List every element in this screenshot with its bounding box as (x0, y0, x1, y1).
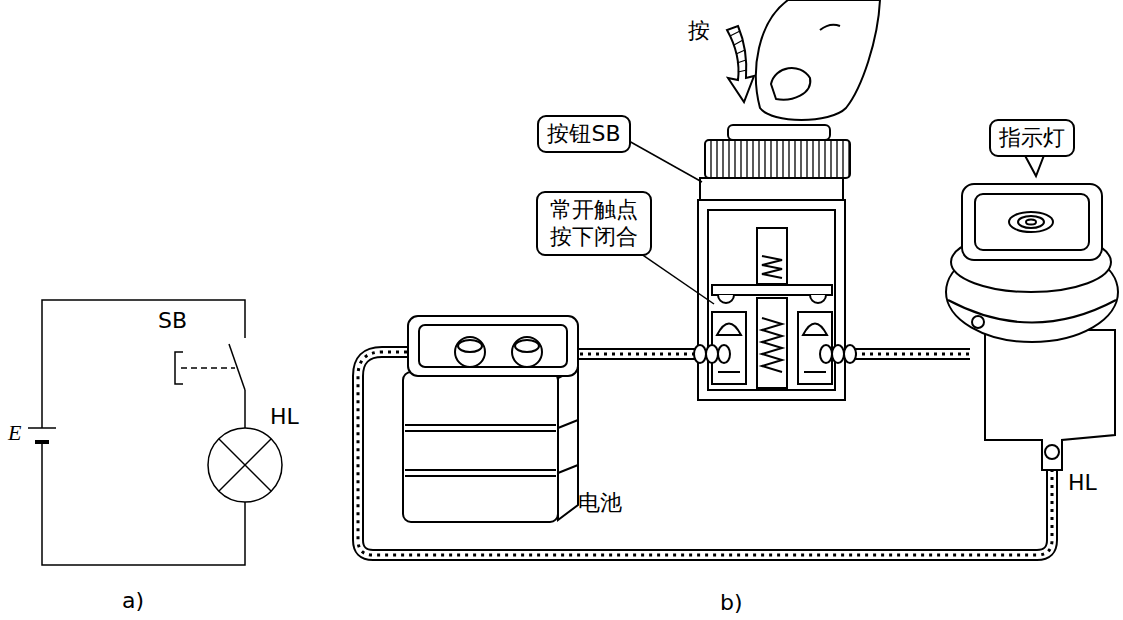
callout-box: 指示灯 (989, 119, 1075, 157)
text-label: a) (122, 588, 144, 614)
button-drawing (694, 125, 856, 400)
callout-text: 常开触点 按下闭合 (546, 196, 642, 251)
schematic (28, 300, 282, 565)
callout-box: 按钮SB (537, 115, 630, 153)
finger-drawing (727, 0, 880, 120)
lamp-drawing (946, 184, 1118, 470)
callout-text: 指示灯 (999, 124, 1065, 152)
text-label: 电池 (578, 490, 622, 516)
text-label: HL (1068, 470, 1097, 496)
battery-drawing (403, 316, 578, 522)
text-label: 按 (688, 18, 710, 44)
callout-text: 按钮SB (547, 120, 620, 148)
leader-line (615, 136, 1046, 304)
text-label: HL (270, 404, 299, 430)
callout-box: 常开触点 按下闭合 (536, 191, 652, 256)
text-label: E (8, 420, 21, 446)
text-label: b) (720, 590, 743, 616)
text-label: SB (158, 308, 187, 334)
